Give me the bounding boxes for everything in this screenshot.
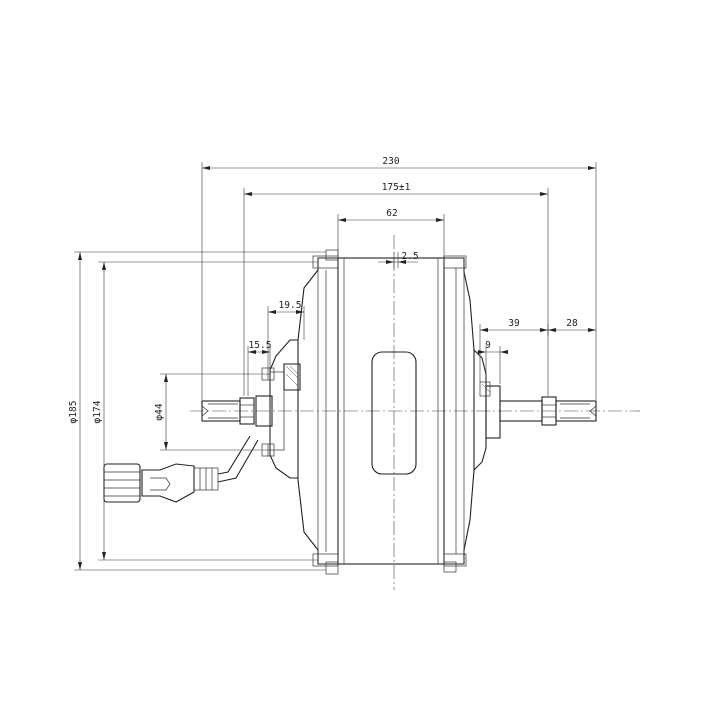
dim-rim-width: 62	[386, 208, 397, 219]
dimension-labels: 230 175±1 62 2.5 39 28 9 19.5 15.5 φ44 φ…	[68, 156, 578, 423]
dim-shaft-left-section: 39	[508, 318, 520, 329]
left-hub	[201, 339, 301, 479]
dimension-lines	[74, 162, 597, 571]
motor-shell	[297, 249, 475, 575]
dim-bolt-inner: 15.5	[249, 340, 272, 351]
dim-flange-spacing: 175±1	[382, 182, 411, 193]
dim-shell-diameter: φ174	[92, 400, 103, 423]
dim-spacer: 9	[485, 340, 491, 351]
right-hub	[473, 349, 597, 471]
dim-bolt-offset: 19.5	[279, 300, 302, 311]
cable-connector	[103, 435, 259, 503]
dim-offset: 2.5	[401, 251, 418, 262]
dim-shaft-end: 28	[566, 318, 578, 329]
dim-hub-diameter: φ44	[154, 403, 165, 420]
dim-outer-diameter: φ185	[68, 401, 79, 424]
dim-overall-width: 230	[382, 156, 399, 167]
centerlines	[190, 235, 640, 590]
